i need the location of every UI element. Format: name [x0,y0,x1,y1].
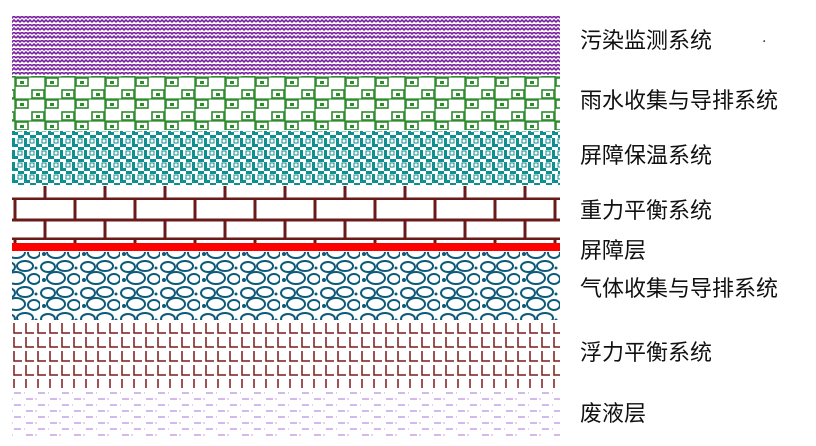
label-rain: 雨水收集与导排系统 [580,89,778,114]
label-pollution: 污染监测系统 [580,29,712,54]
layer-gas-band [12,252,560,320]
label-leachate: 废液层 [580,402,646,427]
layer-buoyancy-band [12,322,560,388]
label-insulation: 屏障保温系统 [580,144,712,169]
label-gravity: 重力平衡系统 [580,199,712,224]
layer-pollution-band [12,15,560,75]
label-barrier: 屏障层 [580,239,646,264]
label-gas: 气体收集与导排系统 [580,277,778,302]
layer-leachate-band [12,392,560,440]
label-buoyancy: 浮力平衡系统 [580,341,712,366]
layer-rain-band [12,76,560,130]
layer-gravity-band [12,186,560,243]
layer-insulation-band [12,131,560,185]
layer-barrier-band [12,243,560,251]
stray-dot: · [762,34,766,50]
